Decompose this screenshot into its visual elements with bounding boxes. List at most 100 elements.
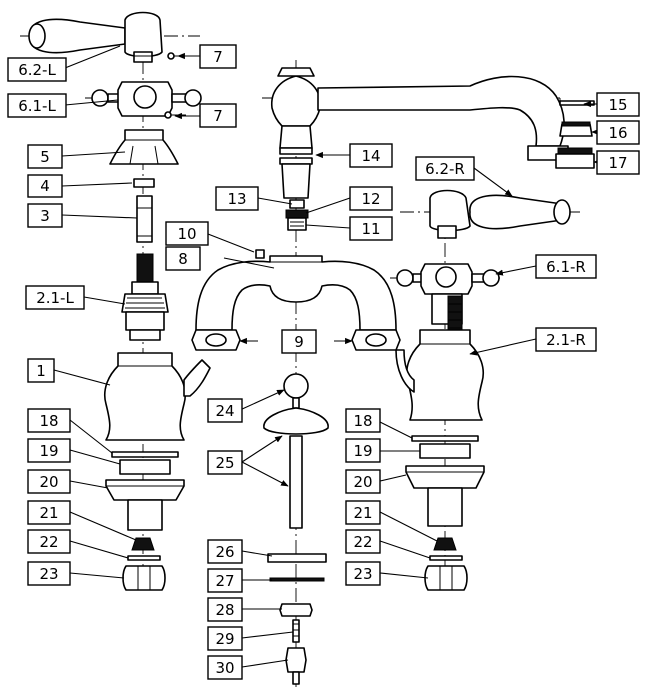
svg-text:19: 19 — [353, 442, 372, 460]
gasket-27 — [269, 577, 325, 582]
svg-text:16: 16 — [608, 124, 627, 142]
callout-6-2-r: 6.2-R — [415, 156, 475, 181]
svg-text:13: 13 — [227, 190, 246, 208]
callout-6-1-l: 6.1-L — [7, 93, 67, 118]
svg-text:8: 8 — [178, 250, 188, 268]
left-spindle-extension — [136, 195, 153, 243]
callout-11: 11 — [349, 216, 393, 241]
svg-text:18: 18 — [39, 412, 58, 430]
callout-19-right: 19 — [345, 438, 381, 463]
svg-text:3: 3 — [40, 207, 50, 225]
callout-7-mid: 7 — [199, 103, 237, 128]
callout-10: 10 — [165, 221, 209, 246]
svg-text:2.1-R: 2.1-R — [546, 331, 586, 349]
svg-text:21: 21 — [39, 504, 58, 522]
svg-text:14: 14 — [361, 147, 380, 165]
svg-text:6.1-R: 6.1-R — [546, 258, 586, 276]
callout-13: 13 — [215, 186, 259, 211]
callout-8: 8 — [165, 246, 201, 271]
callout-3: 3 — [27, 203, 63, 228]
left-shroud — [109, 129, 179, 165]
left-washer-22 — [127, 555, 161, 561]
svg-text:24: 24 — [215, 402, 234, 420]
aerator-16 — [559, 121, 593, 137]
svg-text:30: 30 — [215, 659, 234, 677]
svg-text:26: 26 — [215, 543, 234, 561]
svg-text:7: 7 — [213, 48, 223, 66]
callout-18-right: 18 — [345, 408, 381, 433]
callout-1: 1 — [27, 358, 55, 383]
svg-text:5: 5 — [40, 148, 50, 166]
svg-text:29: 29 — [215, 630, 234, 648]
callout-25: 25 — [207, 450, 243, 475]
svg-text:9: 9 — [294, 333, 304, 351]
left-body — [103, 352, 211, 441]
callout-4: 4 — [27, 174, 63, 198]
union-nut-left — [191, 329, 241, 351]
svg-text:11: 11 — [361, 220, 380, 238]
aerator-15 — [559, 100, 595, 106]
svg-text:12: 12 — [361, 190, 380, 208]
callout-6-1-r: 6.1-R — [535, 254, 597, 279]
callout-17: 17 — [596, 150, 640, 175]
left-ring — [133, 178, 155, 188]
callout-12: 12 — [349, 186, 393, 211]
svg-text:20: 20 — [39, 473, 58, 491]
svg-text:17: 17 — [608, 154, 627, 172]
nut-28 — [279, 603, 313, 617]
left-fiber-19 — [119, 459, 171, 475]
svg-text:21: 21 — [353, 504, 372, 522]
set-screw-10 — [255, 249, 265, 259]
svg-text:7: 7 — [213, 107, 223, 125]
svg-text:22: 22 — [39, 533, 58, 551]
callout-19-left: 19 — [27, 438, 71, 463]
svg-text:4: 4 — [40, 177, 50, 195]
spout — [271, 67, 569, 199]
svg-text:2.1-L: 2.1-L — [36, 289, 74, 307]
callout-30: 30 — [207, 655, 243, 680]
left-cone-washer-21 — [131, 537, 155, 551]
spout-parts-11-13 — [285, 199, 309, 231]
left-handle-lever — [28, 11, 163, 63]
pop-up-flange-25 — [263, 407, 329, 529]
callout-9: 9 — [281, 329, 317, 354]
svg-text:6.2-R: 6.2-R — [425, 160, 465, 178]
union-nut-right — [351, 329, 401, 351]
right-body-cutaway — [395, 293, 485, 421]
callout-16: 16 — [596, 120, 640, 145]
right-washer-22 — [429, 555, 463, 561]
left-locknut-20 — [105, 479, 185, 531]
svg-text:1: 1 — [36, 362, 46, 380]
left-set-screw-mid — [164, 111, 186, 119]
callout-2-1-l: 2.1-L — [25, 285, 85, 310]
pop-up-knob-24 — [283, 373, 309, 409]
right-locknut-20 — [405, 465, 485, 527]
bridge-body — [195, 255, 397, 331]
callout-27: 27 — [207, 568, 243, 593]
right-washer-18 — [411, 435, 479, 442]
callout-28: 28 — [207, 597, 243, 622]
svg-text:20: 20 — [353, 473, 372, 491]
callout-23-right: 23 — [345, 561, 381, 586]
callout-21-right: 21 — [345, 500, 381, 525]
callout-5: 5 — [27, 144, 63, 169]
plate-26 — [267, 553, 327, 563]
right-coupling-nut-23 — [424, 565, 468, 591]
right-cone-washer-21 — [433, 537, 457, 551]
rod-29 — [292, 619, 300, 643]
svg-text:6.1-L: 6.1-L — [18, 97, 56, 115]
callout-18-left: 18 — [27, 408, 71, 433]
svg-text:18: 18 — [353, 412, 372, 430]
svg-text:19: 19 — [39, 442, 58, 460]
svg-text:10: 10 — [177, 225, 196, 243]
callout-15: 15 — [596, 92, 640, 117]
callout-14: 14 — [349, 143, 393, 168]
callout-23-left: 23 — [27, 561, 71, 586]
right-cross-handle — [396, 263, 500, 295]
svg-text:22: 22 — [353, 533, 372, 551]
callout-6-2-l: 6.2-L — [7, 57, 67, 82]
callout-29: 29 — [207, 626, 243, 651]
svg-text:28: 28 — [215, 601, 234, 619]
callout-22-left: 22 — [27, 529, 71, 554]
